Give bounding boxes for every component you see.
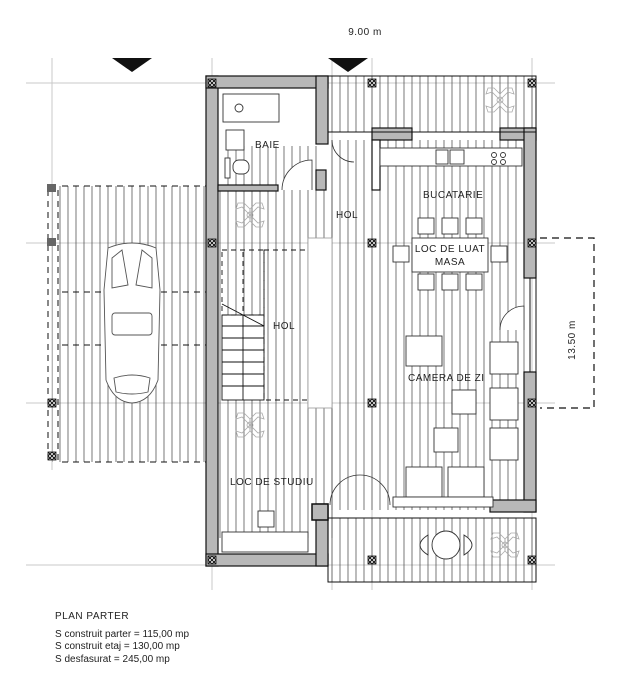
note-line: S construit etaj = 130,00 mp — [55, 641, 180, 652]
room-label-loc-de-studiu: LOC DE STUDIU — [230, 477, 314, 488]
armchair-icon — [405, 335, 443, 367]
study-furniture — [221, 510, 309, 553]
sofa-seat-icon — [489, 341, 519, 375]
plan-notes: PLAN PARTER S construit parter = 115,00 … — [55, 611, 189, 666]
sink-icon — [435, 149, 449, 165]
entrance-arrow-icon — [328, 58, 368, 72]
terrace-bottom-outline — [327, 517, 537, 583]
sink-icon — [225, 129, 245, 151]
room-label-hol: HOL — [336, 210, 358, 221]
terrace-bottom — [328, 518, 536, 582]
room-label-masa: MASA — [435, 257, 465, 268]
desk-icon — [221, 531, 309, 553]
terrace-top-outline — [327, 75, 537, 133]
depth-dimension-label: 13.50 m — [567, 320, 578, 360]
bath-fixtures — [222, 93, 280, 179]
plan-title: PLAN PARTER — [55, 611, 130, 622]
walls — [205, 75, 537, 567]
column-pillar — [307, 237, 333, 409]
door-icons — [281, 139, 525, 506]
kitchen-counter — [379, 147, 523, 167]
room-label-camera-de-zi: CAMERA DE ZI — [408, 373, 485, 384]
bathtub-icon — [222, 93, 280, 123]
entrance-arrow-icon — [112, 58, 152, 72]
living-furniture — [392, 335, 519, 508]
chimney-icon — [311, 503, 329, 521]
dining-table — [392, 217, 508, 291]
room-label-bucatarie: BUCATARIE — [423, 190, 483, 201]
depth-dimension — [540, 237, 595, 409]
room-label-baie: BAIE — [255, 140, 280, 151]
terrace-top — [328, 76, 536, 132]
note-line: S construit parter = 115,00 mp — [55, 628, 190, 640]
tank-icon — [224, 157, 231, 179]
stair-icon — [221, 303, 265, 401]
car-icon — [103, 242, 161, 404]
note-line: S desfasurat = 245,00 mp — [55, 653, 170, 665]
terrace-table — [419, 530, 473, 560]
width-dimension-label: 9.00 m — [348, 27, 382, 38]
carport — [47, 184, 212, 463]
room-label-hol-stairs: HOL — [273, 321, 295, 332]
room-label-loc-de-luat: LOC DE LUAT — [415, 244, 485, 255]
toilet-icon — [232, 159, 250, 175]
